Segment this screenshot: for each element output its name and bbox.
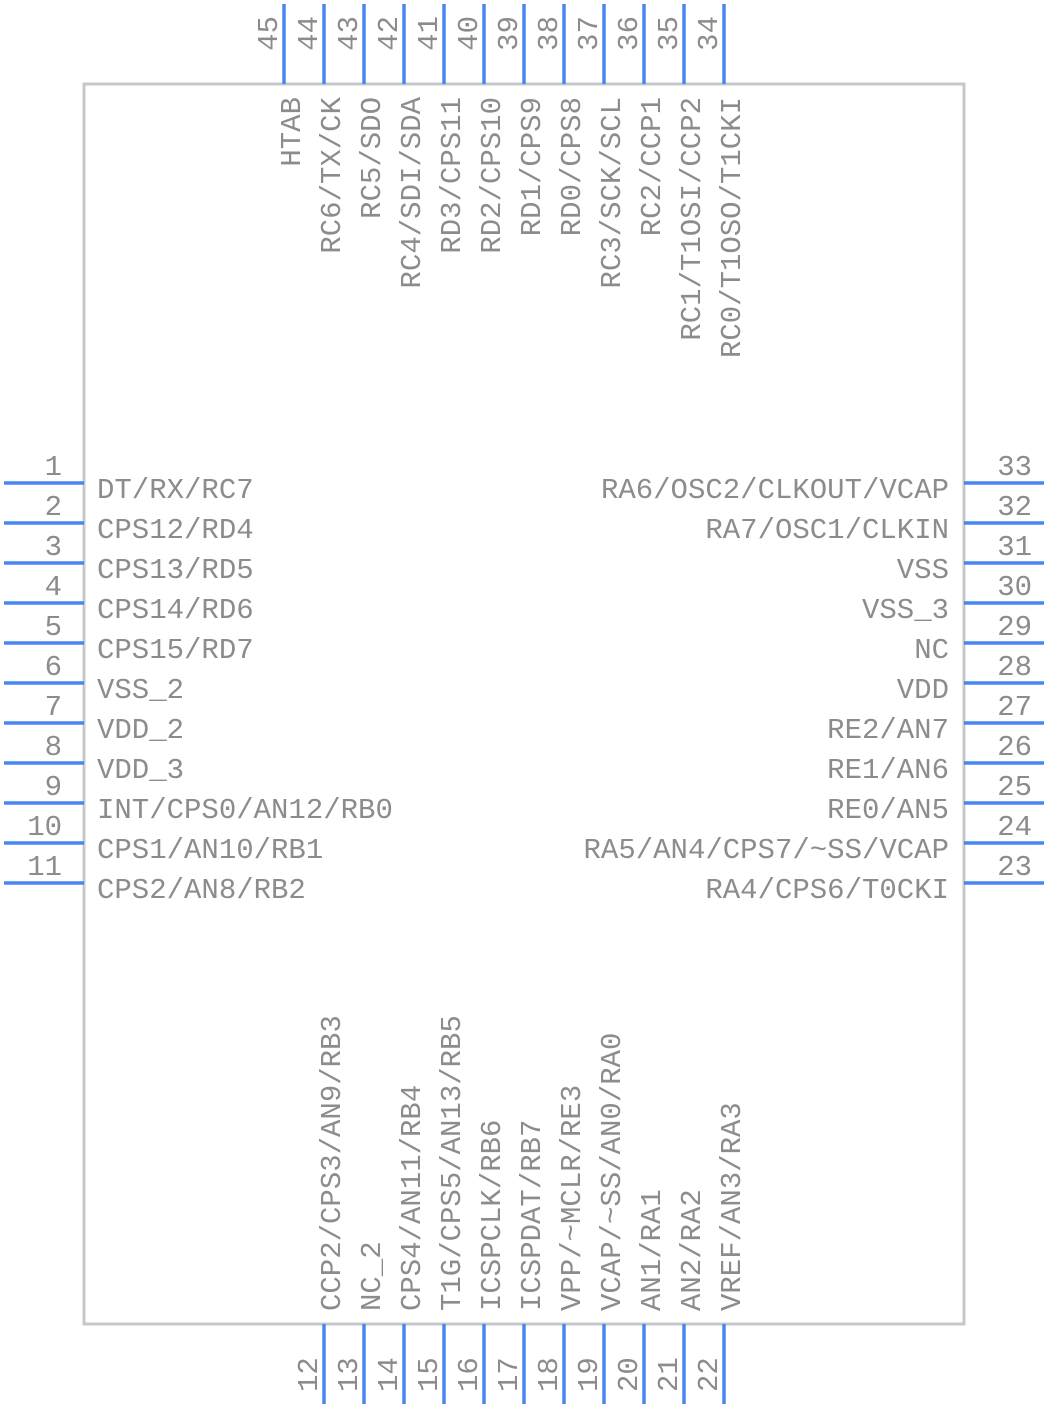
- pin-name-42: RC4/SDI/SDA: [396, 96, 429, 288]
- pin-number-32: 32: [997, 491, 1032, 524]
- pin-number-38: 38: [533, 16, 566, 51]
- pin-name-44: RC6/TX/CK: [316, 96, 349, 253]
- pin-number-1: 1: [45, 451, 62, 484]
- pin-name-7: VDD_2: [97, 714, 184, 747]
- pin-number-40: 40: [453, 16, 486, 51]
- pin-number-37: 37: [573, 16, 606, 51]
- pin-name-26: RE1/AN6: [827, 754, 949, 787]
- pin-number-20: 20: [613, 1357, 646, 1392]
- pin-name-38: RD0/CPS8: [556, 97, 589, 236]
- pin-number-28: 28: [997, 651, 1032, 684]
- pin-number-30: 30: [997, 571, 1032, 604]
- pin-name-40: RD2/CPS10: [476, 97, 509, 254]
- pin-name-4: CPS14/RD6: [97, 594, 254, 627]
- pin-name-34: RC0/T1OSO/T1CKI: [716, 97, 749, 358]
- pin-name-30: VSS_3: [862, 594, 949, 627]
- pin-number-29: 29: [997, 611, 1032, 644]
- pin-number-2: 2: [45, 491, 62, 524]
- pin-number-10: 10: [27, 811, 62, 844]
- pin-name-18: VPP/~MCLR/RE3: [556, 1085, 589, 1311]
- pin-name-1: DT/RX/RC7: [97, 474, 254, 507]
- pin-number-34: 34: [693, 16, 726, 51]
- pin-name-41: RD3/CPS11: [436, 97, 469, 254]
- pin-name-2: CPS12/RD4: [97, 514, 254, 547]
- pin-name-39: RD1/CPS9: [516, 97, 549, 236]
- pin-name-20: AN1/RA1: [636, 1189, 669, 1311]
- pin-number-6: 6: [45, 651, 62, 684]
- pin-name-14: CPS4/AN11/RB4: [396, 1085, 429, 1311]
- pin-number-12: 12: [293, 1357, 326, 1392]
- pin-name-8: VDD_3: [97, 754, 184, 787]
- pin-name-12: CCP2/CPS3/AN9/RB3: [316, 1015, 349, 1311]
- pin-number-23: 23: [997, 851, 1032, 884]
- pin-number-13: 13: [333, 1357, 366, 1392]
- pin-number-18: 18: [533, 1357, 566, 1392]
- pin-number-7: 7: [45, 691, 62, 724]
- pin-number-35: 35: [653, 16, 686, 51]
- pin-name-19: VCAP/~SS/AN0/RA0: [596, 1033, 629, 1311]
- pin-number-39: 39: [493, 16, 526, 51]
- pin-number-5: 5: [45, 611, 62, 644]
- pin-name-36: RC2/CCP1: [636, 97, 669, 236]
- pin-name-29: NC: [914, 634, 949, 667]
- pin-name-22: VREF/AN3/RA3: [716, 1102, 749, 1311]
- pin-name-11: CPS2/AN8/RB2: [97, 874, 306, 907]
- pin-name-33: RA6/OSC2/CLKOUT/VCAP: [601, 474, 949, 507]
- pin-name-28: VDD: [897, 674, 949, 707]
- pin-name-17: ICSPDAT/RB7: [516, 1120, 549, 1311]
- pin-number-14: 14: [373, 1357, 406, 1392]
- pin-number-45: 45: [253, 16, 286, 51]
- pin-number-27: 27: [997, 691, 1032, 724]
- pin-name-43: RC5/SDO: [356, 97, 389, 219]
- pin-name-24: RA5/AN4/CPS7/~SS/VCAP: [584, 834, 949, 867]
- pin-name-6: VSS_2: [97, 674, 184, 707]
- pin-number-44: 44: [293, 16, 326, 51]
- pin-name-45: HTAB: [276, 97, 309, 167]
- pin-number-31: 31: [997, 531, 1032, 564]
- pin-name-9: INT/CPS0/AN12/RB0: [97, 794, 393, 827]
- pin-number-25: 25: [997, 771, 1032, 804]
- pin-number-3: 3: [45, 531, 62, 564]
- pin-name-16: ICSPCLK/RB6: [476, 1120, 509, 1311]
- pin-name-21: AN2/RA2: [676, 1189, 709, 1311]
- pin-number-4: 4: [45, 571, 62, 604]
- pin-name-35: RC1/T1OSI/CCP2: [676, 97, 709, 341]
- pin-number-43: 43: [333, 16, 366, 51]
- pin-number-33: 33: [997, 451, 1032, 484]
- pin-number-17: 17: [493, 1357, 526, 1392]
- pin-number-42: 42: [373, 16, 406, 51]
- pin-number-22: 22: [693, 1357, 726, 1392]
- pin-name-13: NC_2: [356, 1241, 389, 1311]
- pin-number-36: 36: [613, 16, 646, 51]
- pin-name-3: CPS13/RD5: [97, 554, 254, 587]
- pin-name-25: RE0/AN5: [827, 794, 949, 827]
- pin-name-32: RA7/OSC1/CLKIN: [705, 514, 949, 547]
- pin-name-27: RE2/AN7: [827, 714, 949, 747]
- pin-number-9: 9: [45, 771, 62, 804]
- pin-name-23: RA4/CPS6/T0CKI: [705, 874, 949, 907]
- pin-number-24: 24: [997, 811, 1032, 844]
- pin-number-26: 26: [997, 731, 1032, 764]
- pin-name-31: VSS: [897, 554, 949, 587]
- pin-number-41: 41: [413, 16, 446, 51]
- pin-number-11: 11: [27, 851, 62, 884]
- pin-name-37: RC3/SCK/SCL: [596, 97, 629, 288]
- pin-number-21: 21: [653, 1357, 686, 1392]
- pin-name-10: CPS1/AN10/RB1: [97, 834, 323, 867]
- pin-name-5: CPS15/RD7: [97, 634, 254, 667]
- pin-number-15: 15: [413, 1357, 446, 1392]
- pin-number-19: 19: [573, 1357, 606, 1392]
- pin-name-15: T1G/CPS5/AN13/RB5: [436, 1015, 469, 1311]
- pin-number-16: 16: [453, 1357, 486, 1392]
- pin-number-8: 8: [45, 731, 62, 764]
